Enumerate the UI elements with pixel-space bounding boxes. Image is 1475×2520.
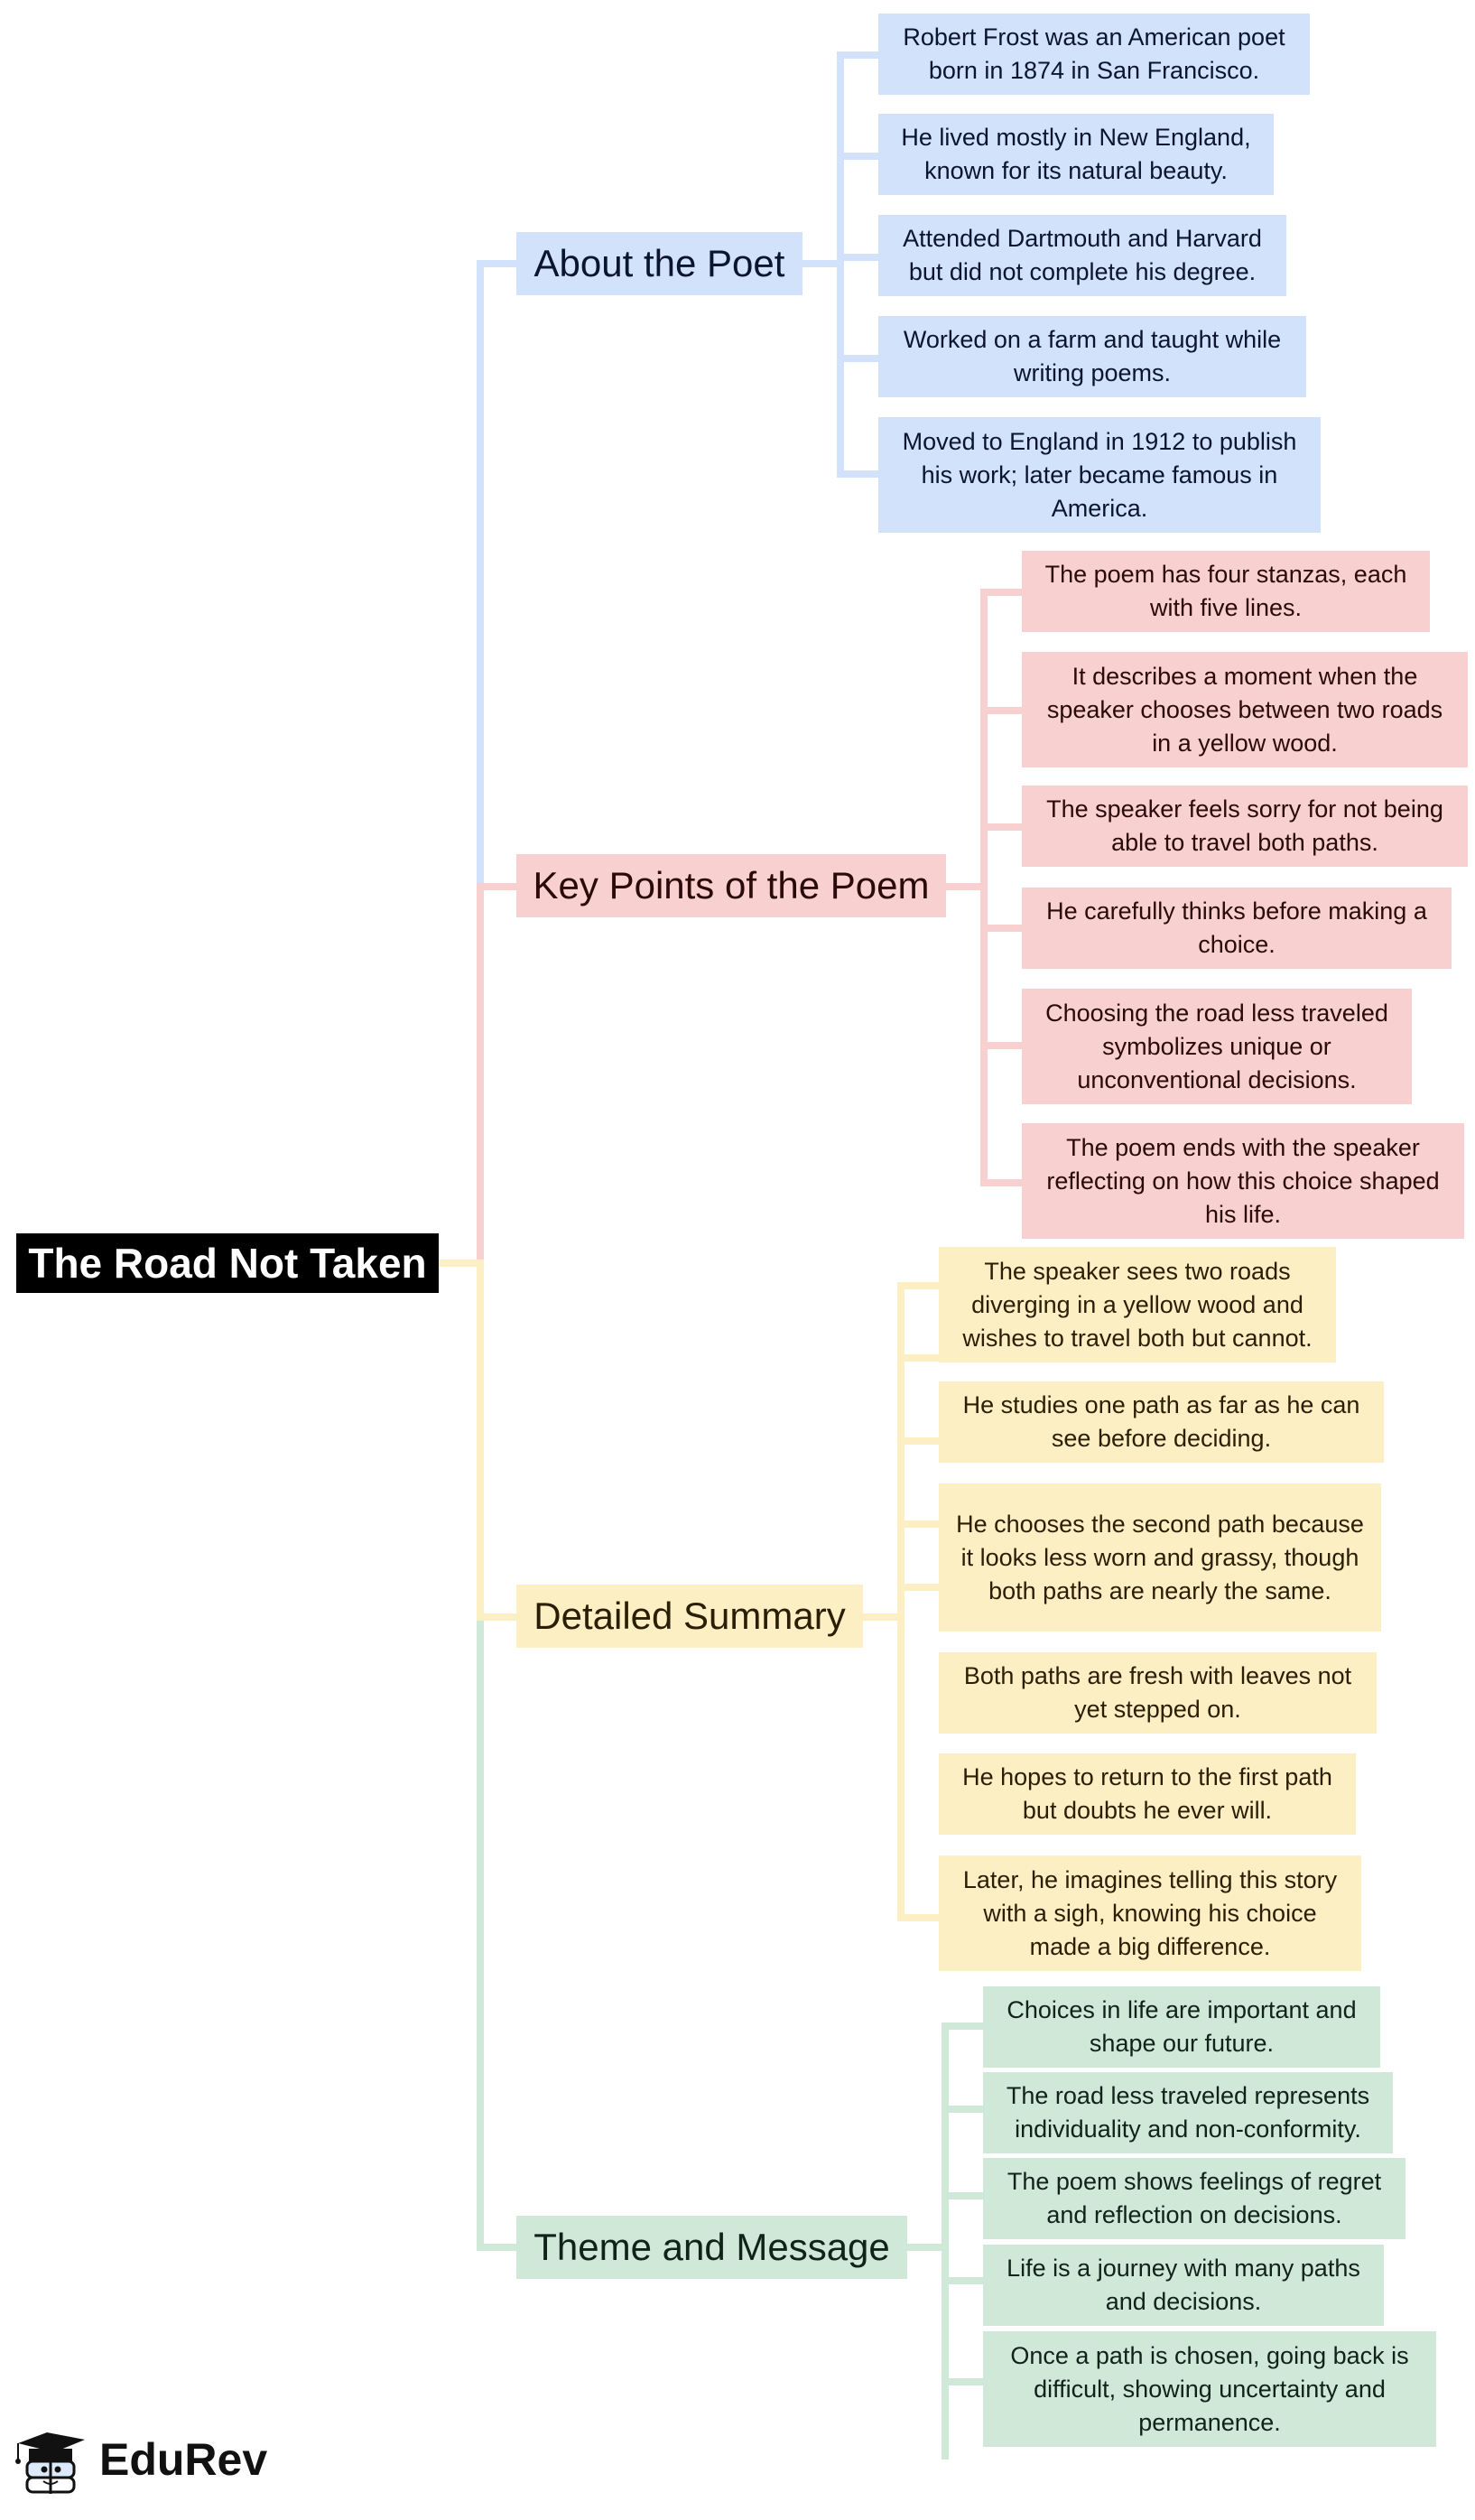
branch-detailed-summary: Detailed Summary	[516, 1585, 863, 1648]
leaf-node: He studies one path as far as he can see…	[939, 1381, 1384, 1463]
connector	[837, 153, 878, 160]
connector	[897, 1914, 939, 1921]
connector	[980, 589, 988, 1186]
leaf-node: Moved to England in 1912 to publish his …	[878, 417, 1321, 533]
connector	[946, 883, 984, 890]
connector	[439, 1260, 484, 1267]
connector	[477, 260, 484, 887]
connector	[942, 2378, 983, 2385]
connector	[907, 2244, 945, 2251]
connector	[897, 1282, 904, 1921]
connector	[477, 2244, 516, 2251]
connector	[897, 1584, 939, 1591]
leaf-node: He carefully thinks before making a choi…	[1022, 888, 1452, 969]
graduation-cap-mascot-icon	[15, 2432, 85, 2494]
leaf-node: The poem ends with the speaker reflectin…	[1022, 1123, 1464, 1239]
leaf-node: Once a path is chosen, going back is dif…	[983, 2331, 1436, 2447]
edurev-logo: EduRev	[13, 2409, 298, 2510]
connector	[942, 2192, 983, 2199]
connector	[942, 2277, 983, 2284]
connector	[802, 260, 842, 267]
connector	[942, 2106, 983, 2113]
leaf-node: The poem shows feelings of regret and re…	[983, 2158, 1405, 2239]
leaf-node: Robert Frost was an American poet born i…	[878, 14, 1310, 95]
connector	[897, 1520, 939, 1528]
connector	[980, 823, 1022, 831]
connector	[980, 707, 1022, 714]
leaf-node: He hopes to return to the first path but…	[939, 1753, 1356, 1835]
leaf-node: The speaker feels sorry for not being ab…	[1022, 786, 1468, 867]
leaf-node: The road less traveled represents indivi…	[983, 2072, 1393, 2153]
branch-about-the-poet: About the Poet	[516, 232, 802, 295]
connector	[477, 1613, 516, 1621]
connector	[942, 2023, 949, 2460]
leaf-node: The speaker sees two roads diverging in …	[939, 1247, 1336, 1362]
leaf-node: Life is a journey with many paths and de…	[983, 2245, 1384, 2326]
leaf-node: Both paths are fresh with leaves not yet…	[939, 1652, 1377, 1734]
connector	[980, 1179, 1022, 1186]
connector	[980, 1042, 1022, 1049]
connector	[477, 883, 516, 890]
leaf-node: Attended Dartmouth and Harvard but did n…	[878, 215, 1286, 296]
logo-text: EduRev	[99, 2434, 268, 2485]
connector	[477, 1260, 484, 1617]
connector	[897, 1437, 939, 1445]
connector	[837, 355, 878, 362]
branch-key-points: Key Points of the Poem	[516, 854, 946, 917]
connector	[477, 260, 516, 267]
connector	[897, 1354, 939, 1362]
leaf-node: Choosing the road less traveled symboliz…	[1022, 989, 1412, 1104]
leaf-node: He chooses the second path because it lo…	[939, 1483, 1381, 1632]
connector	[837, 254, 878, 261]
connector	[863, 1613, 901, 1621]
leaf-node: Worked on a farm and taught while writin…	[878, 316, 1306, 397]
leaf-node: Later, he imagines telling this story wi…	[939, 1855, 1361, 1971]
connector	[837, 470, 878, 478]
branch-theme-and-message: Theme and Message	[516, 2216, 907, 2279]
connector	[837, 51, 878, 59]
connector	[942, 2023, 983, 2030]
connector	[980, 589, 1022, 596]
leaf-node: He lived mostly in New England, known fo…	[878, 114, 1274, 195]
connector	[980, 925, 1022, 932]
leaf-node: The poem has four stanzas, each with fiv…	[1022, 551, 1430, 632]
connector	[897, 1282, 939, 1289]
root-node: The Road Not Taken	[16, 1233, 439, 1293]
leaf-node: It describes a moment when the speaker c…	[1022, 652, 1468, 767]
connector	[837, 51, 844, 478]
connector	[477, 883, 484, 1263]
leaf-node: Choices in life are important and shape …	[983, 1986, 1380, 2068]
connector	[477, 1613, 484, 2247]
